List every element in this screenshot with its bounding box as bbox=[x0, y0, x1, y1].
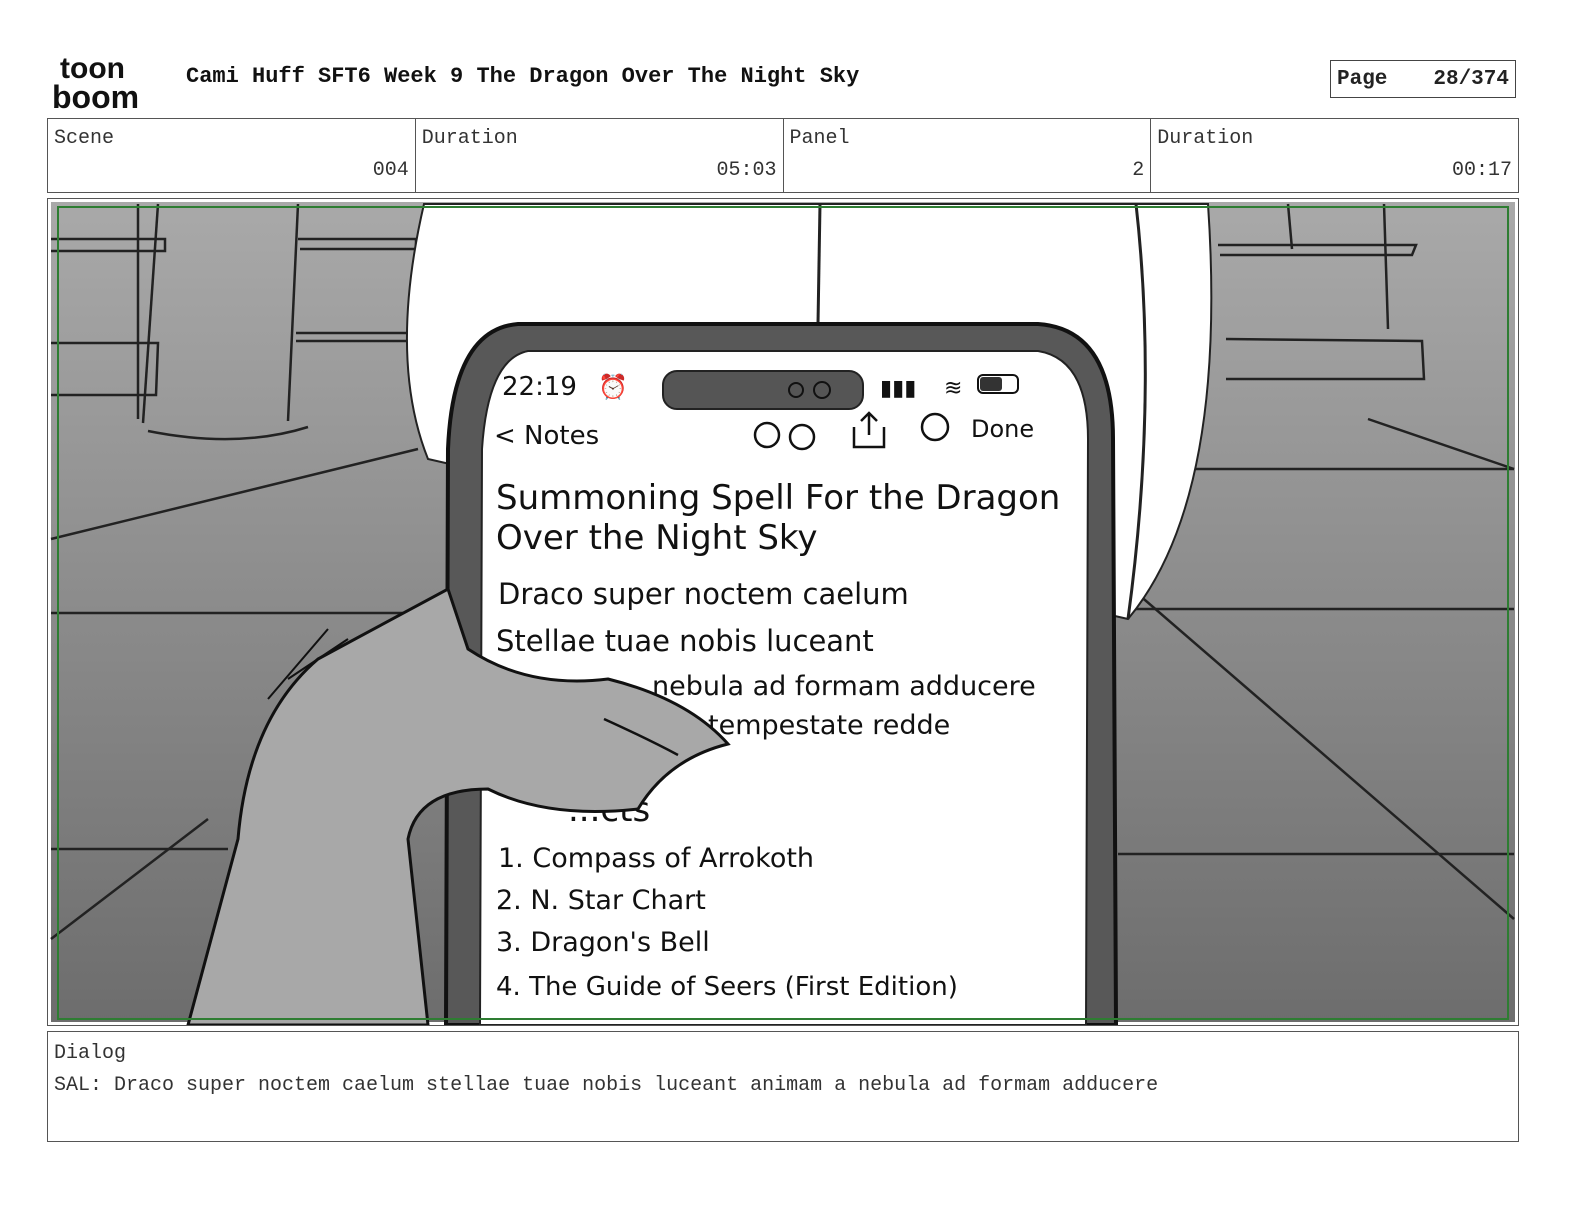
dialog-label: Dialog bbox=[54, 1042, 127, 1065]
signal-icon: ▮▮▮ bbox=[880, 376, 916, 401]
safe-frame bbox=[57, 206, 1509, 1020]
panel-duration-label: Duration bbox=[1157, 127, 1254, 150]
scene-duration-value: 05:03 bbox=[716, 159, 777, 182]
logo-text-bottom: boom bbox=[52, 79, 139, 112]
notes-back-link: < Notes bbox=[494, 421, 599, 451]
right-shelves bbox=[1118, 203, 1515, 920]
wifi-icon: ≋ bbox=[944, 376, 962, 401]
battery-icon bbox=[977, 374, 1019, 394]
artifact-item: 2. N. Star Chart bbox=[496, 885, 706, 916]
storyboard-panel: 22:19 ⏰ ▮▮▮ ≋ < Notes Done Summoning Spe… bbox=[47, 198, 1519, 1026]
camera-icon bbox=[788, 382, 804, 398]
panel-info-row: Scene 004 Duration 05:03 Panel 2 Duratio… bbox=[47, 118, 1519, 193]
panel-label: Panel bbox=[789, 127, 850, 150]
backdrop-line bbox=[816, 203, 822, 325]
dynamic-island bbox=[662, 370, 864, 410]
markup-icon bbox=[753, 421, 781, 449]
scene-duration-cell: Duration 05:03 bbox=[416, 119, 784, 192]
panel-value: 2 bbox=[1132, 159, 1145, 182]
alarm-icon: ⏰ bbox=[598, 372, 628, 401]
paw-fur bbox=[267, 628, 349, 700]
spell-line: Stellae tuae nobis luceant bbox=[496, 624, 874, 658]
character-paw bbox=[186, 586, 731, 1025]
document-title: Cami Huff SFT6 Week 9 The Dragon Over Th… bbox=[186, 64, 860, 89]
panel-duration-cell: Duration 00:17 bbox=[1151, 119, 1518, 192]
artifact-item: 3. Dragon's Bell bbox=[496, 927, 710, 958]
scene-duration-label: Duration bbox=[421, 127, 518, 150]
note-title-line1: Summoning Spell For the Dragon bbox=[496, 478, 1060, 518]
panel-duration-value: 00:17 bbox=[1451, 159, 1512, 182]
phone-screen bbox=[478, 350, 1090, 1025]
paw-detail bbox=[603, 717, 679, 757]
scene-cell: Scene 004 bbox=[48, 119, 416, 192]
more-icon bbox=[920, 412, 950, 442]
share-icon bbox=[852, 411, 886, 449]
page-label: Page bbox=[1337, 67, 1388, 91]
spell-line: tempestate redde bbox=[708, 710, 950, 741]
spell-line: Draco super noctem caelum bbox=[498, 577, 909, 611]
artifact-item: 1. Compass of Arrokoth bbox=[498, 843, 814, 874]
done-button: Done bbox=[971, 415, 1034, 443]
toonboom-logo: toon boom bbox=[52, 52, 139, 112]
scene-label: Scene bbox=[54, 127, 115, 150]
note-title-line2: Over the Night Sky bbox=[496, 518, 818, 558]
page-indicator: Page 28/374 bbox=[1330, 60, 1516, 98]
page-number: 28/374 bbox=[1433, 67, 1509, 91]
panel-drawing: 22:19 ⏰ ▮▮▮ ≋ < Notes Done Summoning Spe… bbox=[50, 202, 1515, 1025]
scene-value: 004 bbox=[372, 159, 409, 182]
logo-text-top: toon bbox=[60, 52, 125, 85]
collab-icon bbox=[788, 423, 816, 451]
dialog-section: Dialog SAL: Draco super noctem caelum st… bbox=[47, 1031, 1519, 1142]
phone-time: 22:19 bbox=[502, 372, 577, 402]
sensor-icon bbox=[813, 381, 831, 399]
artifact-item: 4. The Guide of Seers (First Edition) bbox=[496, 972, 958, 1002]
panel-cell: Panel 2 bbox=[784, 119, 1152, 192]
backdrop-line-right bbox=[1126, 203, 1147, 620]
dialog-text: SAL: Draco super noctem caelum stellae t… bbox=[54, 1074, 1159, 1097]
spell-line: nebula ad formam adducere bbox=[652, 671, 1036, 702]
